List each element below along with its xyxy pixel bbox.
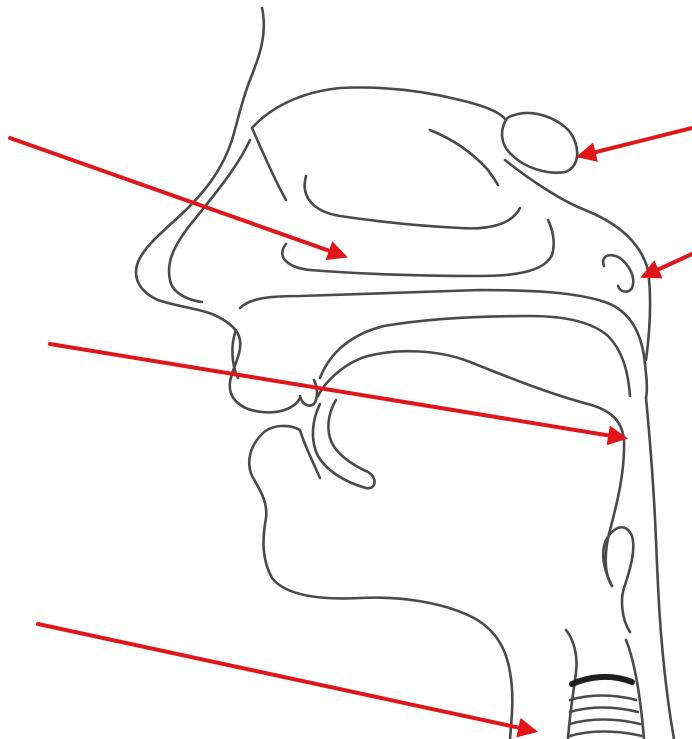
lower-lip-chin [249, 426, 512, 739]
nasal-cavity-outline [252, 88, 506, 129]
tongue-tip [313, 400, 375, 488]
arrow-adenoid [580, 128, 692, 156]
trachea-ring [570, 732, 642, 737]
arrow-oral-cavity [50, 344, 624, 438]
arrow-nasal-cavity [10, 138, 344, 256]
trachea-ring [570, 708, 638, 713]
trachea-ring [570, 696, 636, 701]
nose-ridge [169, 140, 250, 302]
nasal-cavity-lower [252, 128, 286, 200]
eustachian-opening [603, 255, 633, 291]
middle-concha [305, 176, 520, 228]
adenoid-lobe [502, 113, 577, 173]
pharynx-posterior-wall [646, 398, 674, 739]
tongue-outline [318, 351, 624, 586]
hard-palate [240, 290, 647, 398]
anatomy-outline [136, 8, 674, 739]
arrow-larynx [38, 624, 534, 731]
trachea-ring-top [572, 677, 632, 684]
nasopharynx-wall [505, 160, 650, 360]
arrow-eustachian-tube [644, 254, 692, 276]
upper-concha [430, 130, 498, 185]
trachea-ring [570, 720, 640, 725]
